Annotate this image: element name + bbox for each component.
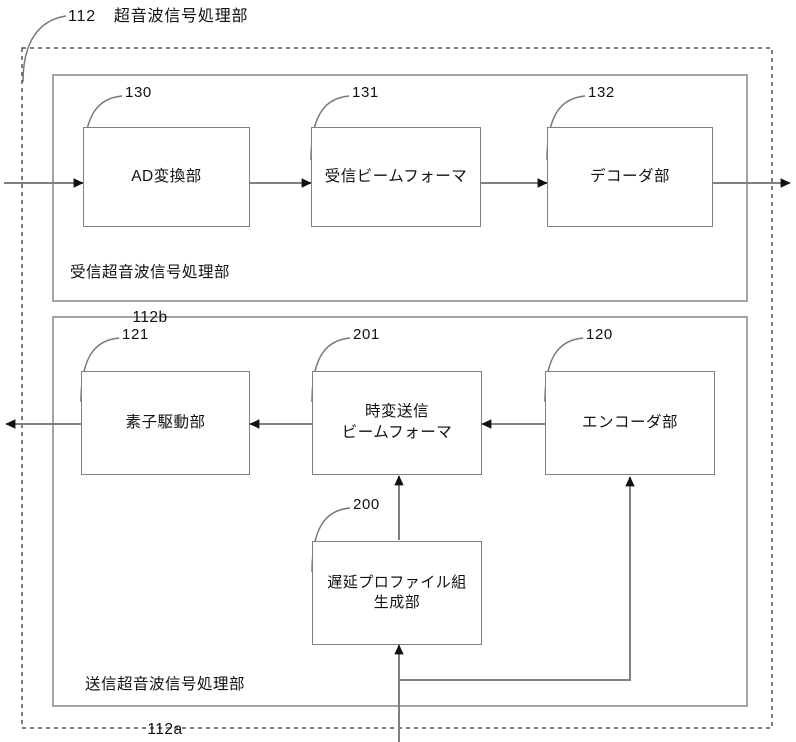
block-receive-beamformer-label: 受信ビームフォーマ [324,167,468,185]
block-delay-profile-set-generator[interactable]: 遅延プロファイル組 生成部 [312,541,482,645]
block-receive-beamformer[interactable]: 受信ビームフォーマ [311,127,481,227]
ref-number-201: 201 [353,326,380,343]
block-ad-converter[interactable]: AD変換部 [83,127,250,227]
figure-title-label: 超音波信号処理部 [113,8,249,25]
ref-number-132: 132 [588,84,615,101]
figure-title: 112 超音波信号処理部 [68,2,248,26]
leader-arc-112 [22,15,67,83]
ref-number-131: 131 [352,84,379,101]
ref-number-200: 200 [353,496,380,513]
receive-group-label: 受信超音波信号処理部 [70,264,231,282]
receive-group-ref: 112b [132,309,168,327]
transmit-group-ref: 112a [147,721,183,739]
block-decoder-label: デコーダ部 [589,167,670,185]
ref-number-130: 130 [125,84,152,101]
block-element-driver-label: 素子駆動部 [125,413,206,431]
block-element-driver[interactable]: 素子駆動部 [81,371,250,475]
block-ad-converter-label: AD変換部 [131,167,202,185]
transmit-group-label: 送信超音波信号処理部 [85,676,246,694]
ref-number-120: 120 [586,326,613,343]
figure-title-ref: 112 [68,8,96,25]
transmit-group-label-block: 送信超音波信号処理部 112a [85,652,245,742]
block-decoder[interactable]: デコーダ部 [547,127,713,227]
block-time-varying-transmit-beamformer-label: 時変送信 ビームフォーマ [341,403,453,441]
block-encoder[interactable]: エンコーダ部 [545,371,715,475]
receive-group-label-block: 受信超音波信号処理部 112b [70,240,230,352]
block-time-varying-transmit-beamformer[interactable]: 時変送信 ビームフォーマ [312,371,482,475]
block-encoder-label: エンコーダ部 [581,413,678,431]
block-delay-profile-set-generator-label: 遅延プロファイル組 生成部 [327,573,467,611]
